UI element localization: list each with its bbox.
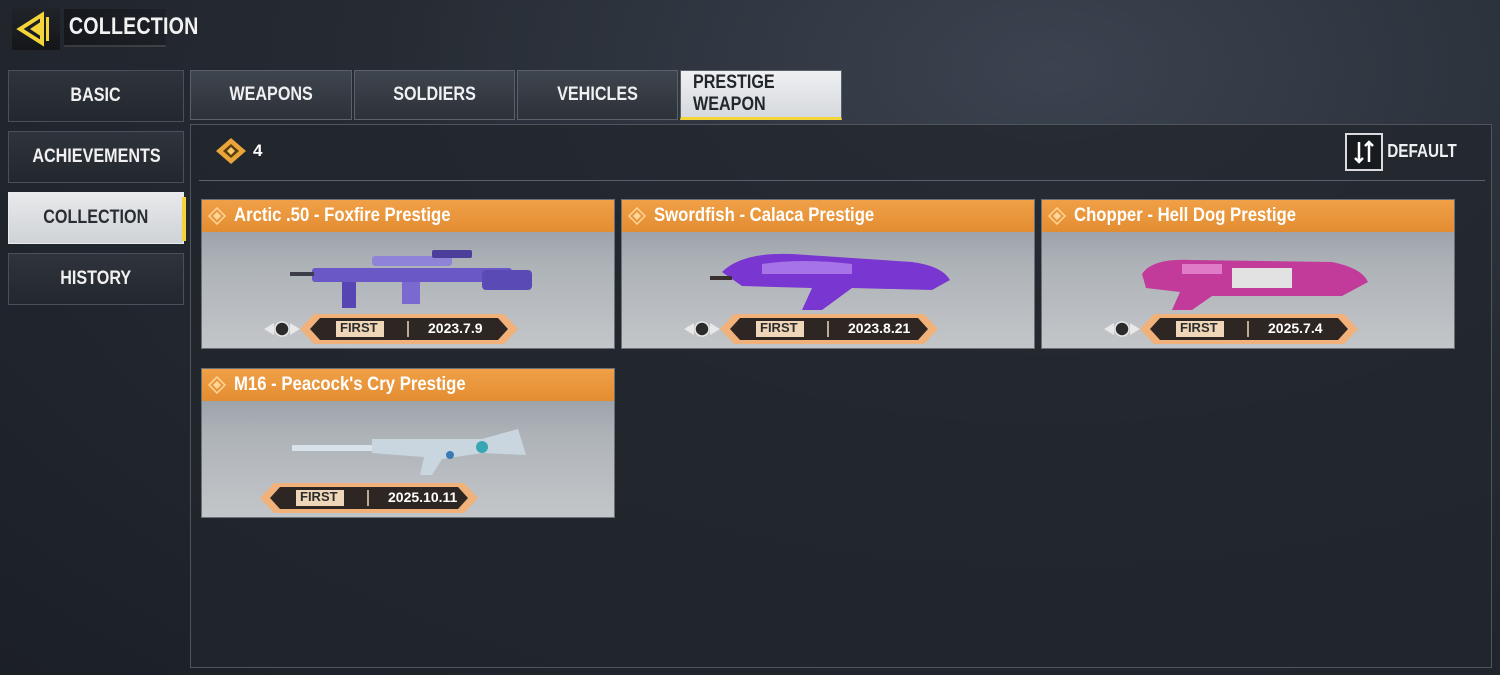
back-arrow-icon [16, 11, 49, 47]
weapon-card[interactable]: Chopper - Hell Dog Prestige FIRST 2025.7… [1041, 199, 1455, 349]
sidebar-item-history[interactable]: HISTORY [8, 253, 184, 305]
first-badge [260, 483, 478, 513]
card-header: Arctic .50 - Foxfire Prestige [202, 200, 614, 232]
sidebar-item-collection[interactable]: COLLECTION [8, 192, 186, 244]
tab-weapons[interactable]: WEAPONS [190, 70, 352, 120]
tab-vehicles[interactable]: VEHICLES [517, 70, 678, 120]
medal-icon [1104, 321, 1140, 337]
sidebar-item-label: HISTORY [60, 268, 132, 289]
weapon-image [710, 253, 950, 310]
page-title: COLLECTION [64, 9, 198, 47]
card-title: Chopper - Hell Dog Prestige [1074, 205, 1297, 226]
divider [199, 180, 1485, 181]
sort-icon [1354, 140, 1374, 164]
tab-soldiers[interactable]: SOLDIERS [354, 70, 515, 120]
sidebar-item-label: COLLECTION [43, 207, 149, 228]
tab-label: PRESTIGE WEAPON [693, 72, 775, 115]
prestige-count: 4 [215, 137, 262, 165]
weapon-card[interactable]: Swordfish - Calaca Prestige FIRST 2023.8… [621, 199, 1035, 349]
weapon-image [290, 250, 532, 308]
card-header: Chopper - Hell Dog Prestige [1042, 200, 1454, 232]
sidebar-item-basic[interactable]: BASIC [8, 70, 184, 122]
weapon-card[interactable]: M16 - Peacock's Cry Prestige FIRST 2025.… [201, 368, 615, 518]
tab-label: SOLDIERS [393, 84, 476, 105]
sidebar-item-label: BASIC [70, 85, 122, 106]
first-badge [300, 314, 518, 344]
card-header: Swordfish - Calaca Prestige [622, 200, 1034, 232]
prestige-count-value: 4 [253, 141, 263, 160]
weapon-image [1142, 259, 1368, 310]
prestige-diamond-icon [208, 207, 226, 225]
prestige-diamond-icon [208, 376, 226, 394]
card-header: M16 - Peacock's Cry Prestige [202, 369, 614, 401]
tab-label: WEAPONS [229, 84, 313, 105]
collection-panel: 4 DEFAULT Arctic .50 - Foxfire Prestige [190, 124, 1492, 668]
sidebar-item-achievements[interactable]: ACHIEVEMENTS [8, 131, 184, 183]
medal-icon [264, 321, 300, 337]
medal-icon [684, 321, 720, 337]
card-title: Swordfish - Calaca Prestige [654, 205, 875, 226]
back-button[interactable] [12, 8, 60, 50]
weapon-card[interactable]: Arctic .50 - Foxfire Prestige FIRST 2023… [201, 199, 615, 349]
card-title: M16 - Peacock's Cry Prestige [234, 374, 466, 395]
card-title: Arctic .50 - Foxfire Prestige [234, 205, 451, 226]
tab-label: VEHICLES [557, 84, 638, 105]
prestige-diamond-icon [1048, 207, 1066, 225]
sort-button[interactable] [1345, 133, 1383, 171]
weapon-image [292, 429, 526, 475]
prestige-diamond-icon [628, 207, 646, 225]
first-badge [1140, 314, 1358, 344]
sort-label[interactable]: DEFAULT [1387, 141, 1457, 161]
prestige-diamond-icon [216, 138, 246, 164]
first-badge [720, 314, 938, 344]
tab-prestige-weapon[interactable]: PRESTIGE WEAPON [680, 70, 842, 120]
sidebar-item-label: ACHIEVEMENTS [31, 146, 161, 167]
